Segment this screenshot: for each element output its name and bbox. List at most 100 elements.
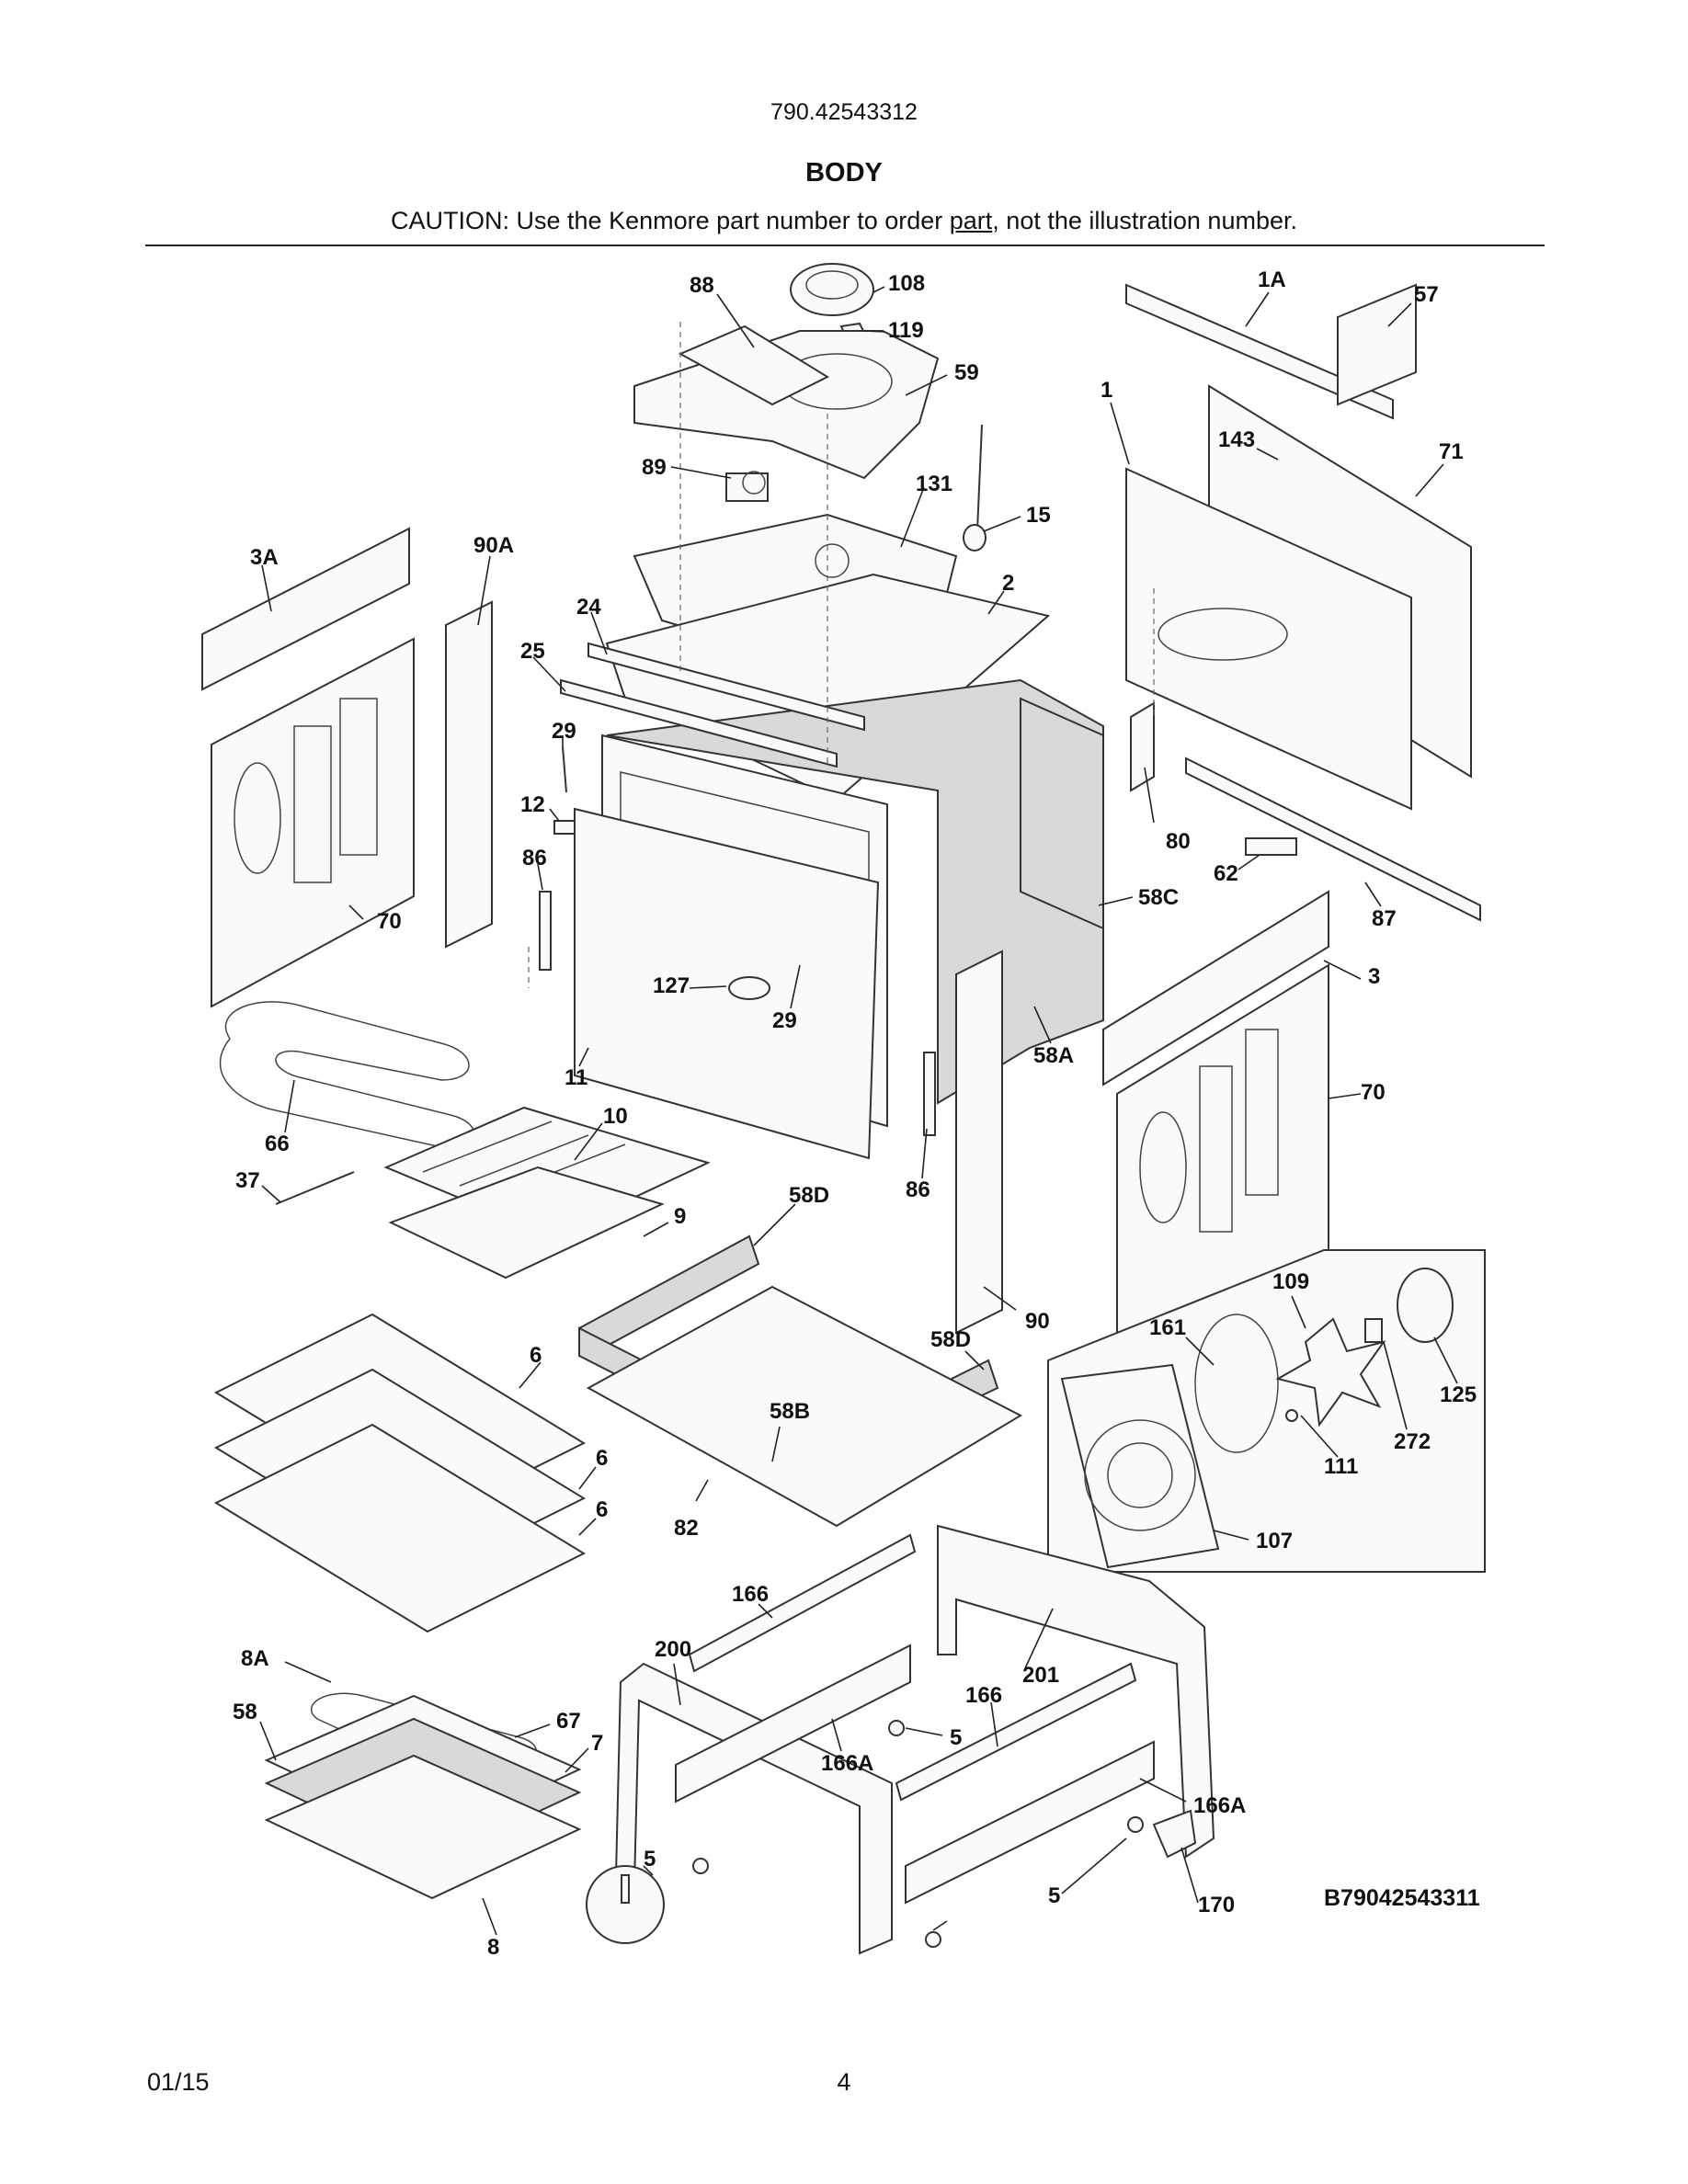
- callout-24: 24: [576, 595, 601, 620]
- callout-3A: 3A: [250, 545, 279, 570]
- part-170-shape: [1152, 1809, 1197, 1859]
- part-58C-shape: [1020, 697, 1104, 930]
- part-88-shape: [678, 324, 830, 406]
- callout-8: 8: [487, 1935, 499, 1960]
- callout-108: 108: [888, 271, 925, 296]
- callout-90: 90: [1025, 1309, 1050, 1334]
- part-66-shape: [219, 1001, 475, 1149]
- callout-58A: 58A: [1033, 1043, 1074, 1068]
- callout-9: 9: [674, 1204, 686, 1229]
- model-number: 790.42543312: [770, 99, 918, 125]
- callout-5-lower: 5: [1048, 1883, 1060, 1908]
- callout-272: 272: [1394, 1429, 1431, 1454]
- callout-127: 127: [653, 973, 690, 998]
- section-title: BODY: [805, 158, 883, 188]
- callout-6-upper: 6: [530, 1343, 542, 1368]
- callout-119: 119: [888, 318, 924, 343]
- callout-5-detail: 5: [644, 1847, 656, 1871]
- callout-200: 200: [655, 1637, 691, 1662]
- callout-5-upper: 5: [950, 1725, 962, 1750]
- callout-2: 2: [1002, 571, 1014, 596]
- part-90A-shape: [445, 600, 493, 949]
- callout-109: 109: [1272, 1269, 1309, 1294]
- part-62-shape: [1245, 837, 1297, 856]
- callout-166-lower: 166: [965, 1683, 1002, 1708]
- callout-86: 86: [522, 846, 547, 870]
- part-5-foot-2: [1127, 1816, 1144, 1833]
- callout-166A-lower: 166A: [1193, 1793, 1246, 1818]
- part-127-shape: [728, 976, 770, 1000]
- callout-labels: 88 108 119 59 89 131 15 1A 57 1 143 71 3…: [233, 267, 1480, 1960]
- part-166-lower-shape: [895, 1662, 1137, 1802]
- part-6-racks-shape: [213, 1313, 587, 1633]
- callout-57: 57: [1414, 282, 1439, 307]
- callout-67: 67: [556, 1709, 581, 1734]
- callout-89: 89: [642, 455, 667, 480]
- callout-58D-upper: 58D: [789, 1183, 829, 1208]
- callout-7: 7: [591, 1731, 603, 1756]
- part-80-shape: [1130, 701, 1155, 792]
- part-161-shape: [1194, 1314, 1279, 1453]
- part-89-shape: [725, 472, 769, 502]
- callout-11: 11: [565, 1065, 587, 1090]
- diagram-code: B79042543311: [1324, 1885, 1480, 1911]
- callout-6-middle: 6: [596, 1446, 608, 1471]
- part-70-left-shape: [211, 637, 415, 1008]
- part-82-shape: [586, 1285, 1023, 1528]
- part-24-shape: [587, 642, 865, 732]
- part-5-leveler-detail: [586, 1865, 665, 1944]
- part-125-shape: [1397, 1268, 1454, 1343]
- callout-90A: 90A: [473, 533, 514, 558]
- callout-131: 131: [916, 472, 952, 496]
- part-3-shape: [1102, 890, 1329, 1086]
- callout-107: 107: [1256, 1529, 1293, 1553]
- callout-62: 62: [1214, 861, 1238, 886]
- parts-artwork: [201, 263, 1486, 1955]
- part-86-left-shape: [539, 891, 552, 971]
- callout-125: 125: [1440, 1382, 1477, 1407]
- callout-82: 82: [674, 1516, 699, 1541]
- part-3A-shape: [201, 527, 410, 691]
- callout-66: 66: [265, 1132, 290, 1156]
- part-8-shape: [264, 1754, 582, 1900]
- part-166A-upper-shape: [675, 1644, 911, 1803]
- caution-text: CAUTION: Use the Kenmore part number to …: [0, 207, 1688, 235]
- callout-161: 161: [1149, 1315, 1186, 1340]
- part-29-shape: [562, 745, 567, 793]
- part-111-shape: [1285, 1409, 1298, 1422]
- callout-3: 3: [1368, 964, 1380, 989]
- callout-80: 80: [1166, 829, 1191, 854]
- part-12-shape: [553, 820, 576, 835]
- caution-underlined: part: [949, 207, 993, 234]
- part-5-foot-1: [888, 1720, 905, 1736]
- callout-86-right: 86: [906, 1177, 930, 1202]
- part-166A-lower-shape: [905, 1740, 1155, 1905]
- part-5-foot-4: [925, 1931, 941, 1948]
- callout-87: 87: [1372, 906, 1397, 931]
- header-rule: [145, 245, 1545, 246]
- footer-date: 01/15: [147, 2068, 210, 2096]
- callout-166-upper: 166: [732, 1582, 769, 1607]
- callout-71: 71: [1439, 439, 1464, 464]
- callout-58D-lower: 58D: [930, 1327, 971, 1352]
- part-25-shape: [560, 678, 838, 768]
- callout-1: 1: [1101, 378, 1112, 403]
- callout-58C: 58C: [1138, 885, 1179, 910]
- part-37-shape: [275, 1171, 355, 1205]
- part-57-shape: [1337, 283, 1417, 406]
- callout-29-lower: 29: [772, 1008, 797, 1033]
- callout-170: 170: [1198, 1893, 1235, 1917]
- part-9-shape: [388, 1166, 665, 1280]
- page-number: 4: [837, 2068, 851, 2096]
- caution-after: , not the illustration number.: [992, 207, 1297, 234]
- callout-6-lower: 6: [596, 1497, 608, 1522]
- part-11-shape: [574, 807, 880, 1160]
- callout-8A: 8A: [241, 1646, 269, 1671]
- callout-70-left: 70: [377, 909, 402, 934]
- callout-1A: 1A: [1258, 267, 1286, 292]
- part-87-shape: [1185, 756, 1481, 922]
- callout-58B: 58B: [770, 1399, 810, 1424]
- part-5-foot-3: [692, 1858, 709, 1874]
- callout-201: 201: [1022, 1663, 1059, 1688]
